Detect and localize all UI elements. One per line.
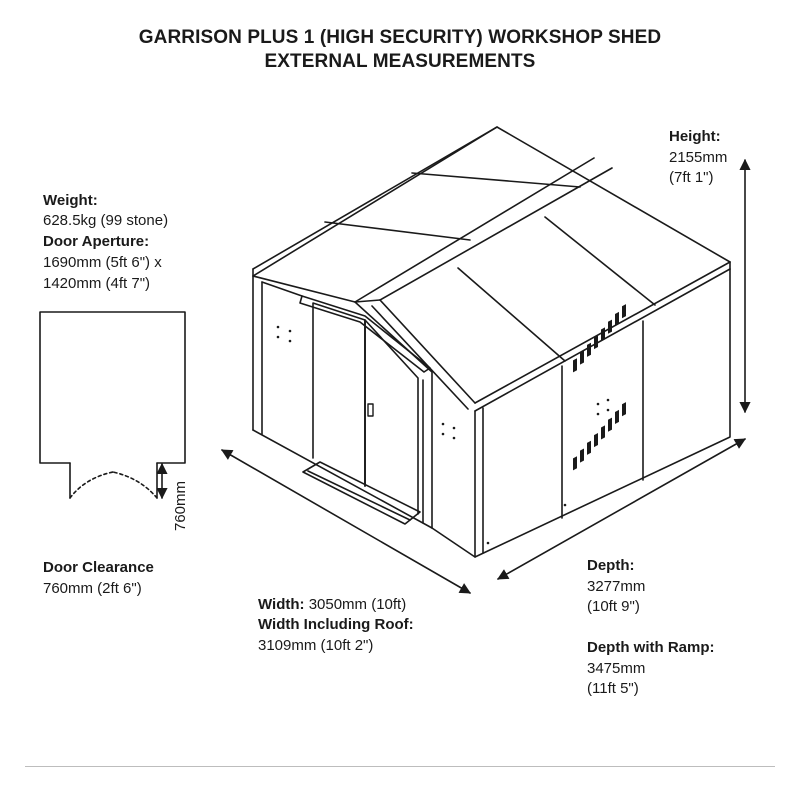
footer-divider — [25, 766, 775, 767]
height-label: Height: — [669, 128, 721, 145]
shed-front-wall — [252, 275, 433, 529]
depth-ramp-value-ft: (11ft 5") — [587, 680, 639, 697]
width-value: 3050mm (10ft) — [308, 596, 407, 613]
roof-trim — [299, 295, 431, 373]
shed-roof — [252, 126, 731, 412]
width-roof-label: Width Including Roof: — [258, 616, 414, 633]
shed-side-wall — [431, 268, 731, 558]
shed-doors — [312, 302, 419, 515]
ramp — [302, 461, 421, 525]
door-aperture-value-1: 1690mm (5ft 6") x — [43, 254, 162, 271]
depth-value-mm: 3277mm — [587, 578, 646, 595]
depth-dimension-arrow — [497, 438, 746, 580]
width-line: Width: 3050mm (10ft) — [258, 594, 406, 615]
door-plan-view — [39, 311, 186, 499]
depth-value-ft: (10ft 9") — [587, 598, 640, 615]
door-clearance-value: 760mm (2ft 6") — [43, 580, 142, 597]
door-clearance-label: Door Clearance — [43, 559, 154, 576]
side-vents — [573, 304, 626, 471]
door-aperture-value-2: 1420mm (4ft 7") — [43, 275, 151, 292]
clearance-dimension-label: 760mm — [172, 480, 189, 531]
diagram-title: GARRISON PLUS 1 (HIGH SECURITY) WORKSHOP… — [138, 27, 662, 48]
depth-label: Depth: — [587, 557, 635, 574]
width-label: Width: — [258, 596, 305, 613]
height-value-ft: (7ft 1") — [669, 169, 714, 186]
wall-fixings — [276, 325, 610, 545]
weight-label: Weight: — [43, 192, 98, 209]
height-value-mm: 2155mm — [669, 149, 728, 166]
width-dimension-arrow — [221, 449, 471, 594]
width-roof-value: 3109mm (10ft 2") — [258, 637, 374, 654]
depth-ramp-label: Depth with Ramp: — [587, 639, 715, 656]
door-handle — [367, 403, 374, 417]
door-aperture-label: Door Aperture: — [43, 233, 150, 250]
depth-ramp-value-mm: 3475mm — [587, 660, 646, 677]
weight-value: 628.5kg (99 stone) — [43, 212, 169, 229]
diagram-subtitle: EXTERNAL MEASUREMENTS — [264, 51, 536, 72]
